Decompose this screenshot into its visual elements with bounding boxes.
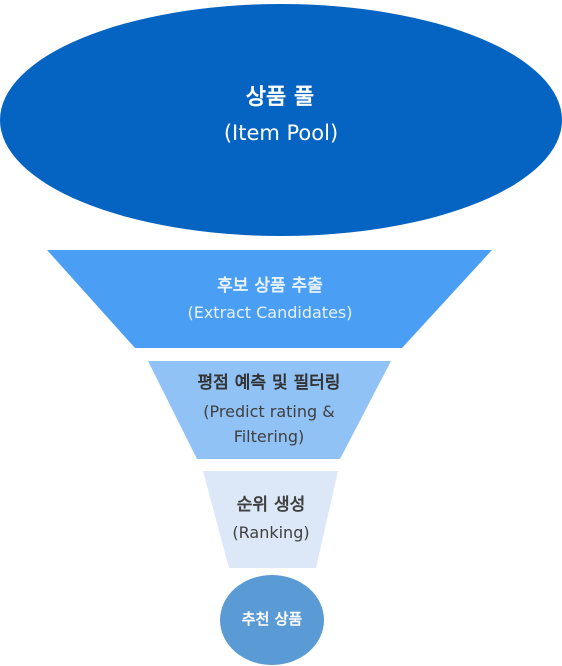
- predict-filter-stage: [148, 361, 391, 459]
- extract-candidates-stage: [47, 250, 492, 348]
- extract-candidates-title: 후보 상품 추출: [217, 276, 323, 296]
- recommended-items-circle: [220, 575, 324, 665]
- predict-filter-title: 평점 예측 및 필터링: [197, 373, 341, 393]
- recommended-items-title: 추천 상품: [241, 610, 303, 628]
- predict-filter-subtitle-line2: Filtering): [233, 427, 305, 446]
- ranking-subtitle: (Ranking): [232, 523, 310, 542]
- item-pool-ellipse: [0, 4, 562, 236]
- ranking-stage: [203, 471, 338, 568]
- item-pool-title: 상품 풀: [245, 85, 315, 110]
- item-pool-subtitle: (Item Pool): [223, 121, 339, 145]
- predict-filter-subtitle-line1: (Predict rating &: [203, 402, 335, 421]
- extract-candidates-subtitle: (Extract Candidates): [187, 303, 353, 322]
- ranking-title: 순위 생성: [236, 495, 306, 515]
